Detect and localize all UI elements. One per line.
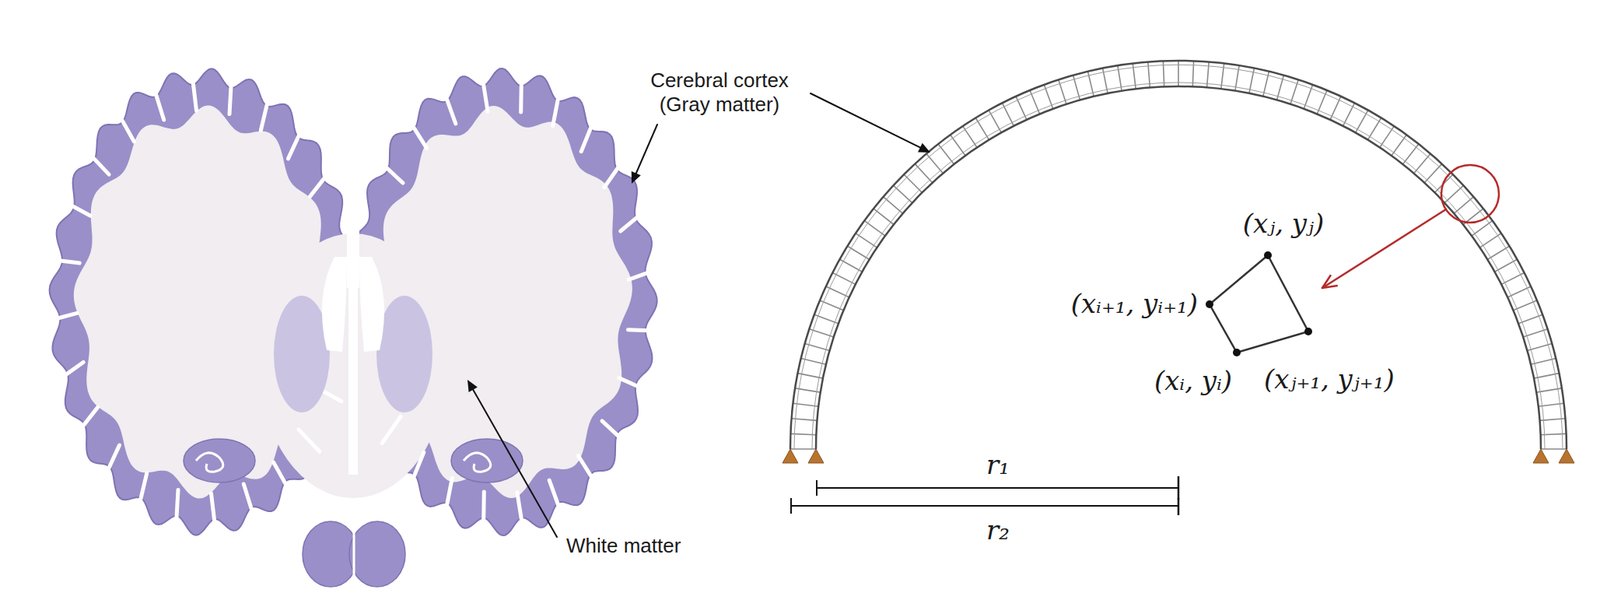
sulcus (581, 118, 595, 151)
element-node (1205, 300, 1214, 309)
leader-arrow (810, 93, 922, 149)
sulcus (105, 444, 120, 477)
sulcus (410, 451, 424, 485)
sulcus (481, 491, 487, 531)
sulcus (273, 462, 291, 492)
sulcus (518, 73, 524, 113)
hippocampus (183, 438, 256, 483)
arch-inner-edge (812, 82, 1545, 449)
structure-label: Cerebral cortex (Gray matter) (636, 68, 804, 117)
sulcus (117, 112, 134, 142)
sulcus (620, 212, 644, 232)
zoom-circle (1441, 164, 1499, 223)
dimension-tick (1177, 476, 1180, 500)
sulcus (175, 489, 179, 528)
brainstem (349, 521, 406, 587)
fixed-support (782, 448, 799, 463)
arch-band (790, 60, 1567, 449)
sulcus (628, 329, 655, 331)
sulcus (309, 171, 330, 197)
node-coordinate: (xᵢ₊₁, yᵢ₊₁) (1071, 288, 1198, 319)
node-coordinate: (xⱼ, yⱼ) (1242, 208, 1325, 239)
basal-ganglia (376, 295, 433, 413)
sulcus (381, 162, 403, 183)
dimension-tick (815, 479, 818, 496)
sulcus (517, 492, 524, 530)
sulcus (628, 270, 654, 281)
dimension-tick (1177, 497, 1180, 515)
white-matter (73, 105, 334, 498)
leader-arrow-head (917, 143, 931, 153)
white-matter (372, 105, 633, 498)
sulcus (444, 477, 452, 515)
element-node (1304, 327, 1313, 336)
sulcus (443, 89, 456, 124)
sulcus (481, 73, 488, 112)
arch-outer-edge (790, 60, 1567, 449)
third-ventricle (348, 287, 358, 475)
zoom-arrow-head (1322, 274, 1338, 288)
sulcus (549, 479, 562, 515)
sulcus (66, 203, 91, 217)
sulcus (577, 455, 596, 484)
sulcus (381, 416, 401, 443)
dimension-line (816, 486, 1179, 489)
hippocampus-fold (463, 452, 491, 472)
sulcus (54, 259, 81, 263)
arch-inner-edge (815, 86, 1541, 449)
fixed-support (1558, 448, 1575, 463)
sulcus (553, 88, 561, 127)
leader-arrow-head (631, 171, 641, 184)
sulcus (602, 420, 624, 442)
dimension-label: r₁ (986, 449, 1010, 480)
node-coordinate: (xᵢ, yᵢ) (1154, 365, 1233, 396)
quad-element (1209, 255, 1309, 353)
ventricle (359, 256, 385, 352)
sulcus (78, 406, 99, 432)
sulcus (192, 72, 197, 111)
sulcus (59, 362, 84, 379)
sulcus (229, 75, 232, 114)
sulcus (138, 472, 148, 510)
zoom-arrow (1322, 209, 1446, 288)
arch-outer-edge (794, 64, 1563, 449)
sulcus (619, 378, 645, 389)
sulcus (153, 84, 165, 120)
dimension-tick (790, 497, 792, 514)
leader-arrow (635, 124, 658, 176)
dimension-label: r₂ (986, 514, 1010, 546)
hippocampus (451, 438, 523, 483)
sulcus (298, 429, 320, 452)
brainstem-fold (353, 528, 356, 584)
leader-arrow-head (467, 379, 478, 393)
sulcus (260, 94, 270, 131)
sulcus (288, 126, 304, 159)
midline-fissure (346, 62, 360, 288)
leader-arrow (472, 387, 557, 537)
sulcus (409, 119, 428, 148)
sulcus (604, 161, 624, 188)
sulcus (211, 493, 217, 532)
sulcus (87, 152, 109, 175)
ventricle (322, 256, 347, 352)
fixed-support (808, 448, 824, 463)
element-node (1263, 251, 1272, 260)
sulcus (243, 483, 255, 519)
fixed-support (1533, 448, 1549, 463)
structure-label: White matter (566, 533, 681, 558)
sulcus (52, 312, 78, 320)
dimension-line (791, 504, 1179, 507)
mesh-element-lines (790, 60, 1567, 449)
hippocampus-fold (196, 452, 224, 472)
element-node (1232, 348, 1241, 357)
basal-ganglia (273, 295, 330, 413)
node-coordinate: (xⱼ₊₁, yⱼ₊₁) (1263, 364, 1395, 395)
